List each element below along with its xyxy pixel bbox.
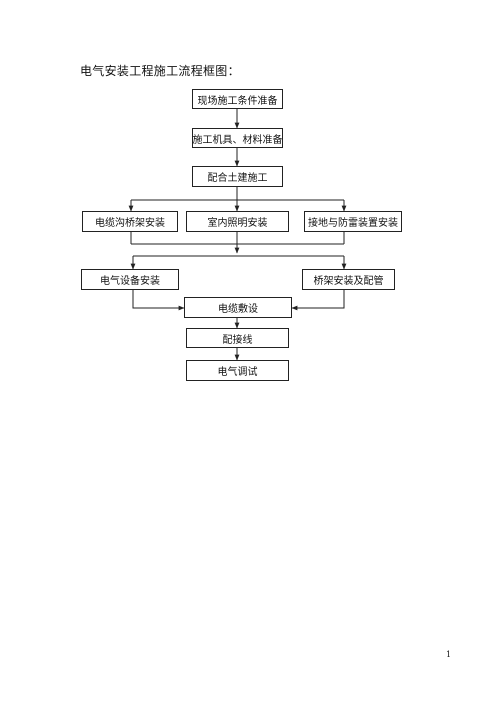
arrow-bridge-to-cable-laying [291, 290, 345, 311]
node-indoor-lighting: 室内照明安装 [186, 211, 289, 232]
node-bridge-piping: 桥架安装及配管 [302, 269, 395, 290]
node-tools-materials: 施工机具、材料准备 [192, 128, 283, 148]
diagram-title: 电气安装工程施工流程框图： [80, 64, 240, 78]
node-cable-tray-install: 电缆沟桥架安装 [82, 211, 178, 232]
node-wiring: 配接线 [186, 328, 289, 348]
page-number: 1 [446, 650, 452, 659]
node-cable-laying: 电缆敷设 [184, 297, 292, 318]
node-grounding-lightning: 接地与防雷装置安装 [304, 211, 402, 232]
node-civil-coordination: 配合土建施工 [192, 166, 283, 187]
arrow-equipment-to-cable-laying [132, 290, 185, 311]
node-electrical-equipment: 电气设备安装 [81, 269, 179, 290]
node-electrical-commissioning: 电气调试 [186, 360, 289, 381]
node-site-prep: 现场施工条件准备 [192, 89, 283, 109]
